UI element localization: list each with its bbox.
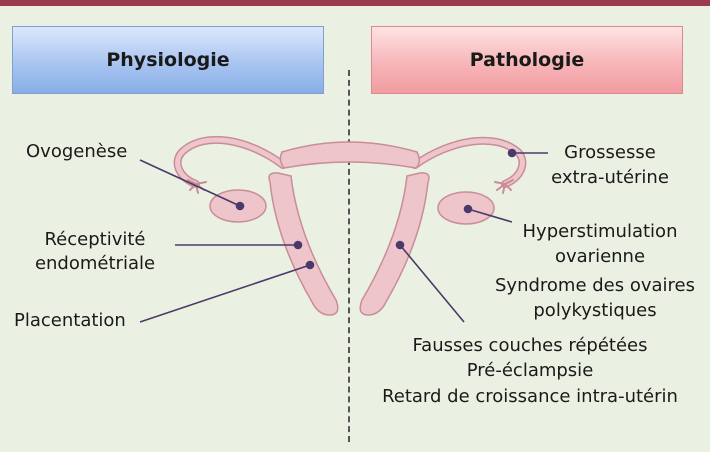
grossesse-dot [507,148,517,158]
hyperstimulation-label-line1: Hyperstimulation [522,221,678,242]
ovogenese-dot [235,201,245,211]
placentation-label: Placentation [14,310,126,331]
left-uterine-wall [268,172,339,316]
ovogenese-pointer [139,159,241,207]
ovogenese-label: Ovogenèse [26,141,128,162]
grossesse-label-line2: extra-utérine [551,167,669,188]
receptivite-dot [293,240,303,250]
sopk-label-line1: Syndrome des ovaires [494,275,695,296]
dashed-divider [348,70,350,442]
right-fimbriae [494,179,514,194]
left-fallopian-tube-inner [175,137,286,187]
fausses-couches-dot [395,240,405,250]
pre-eclampsie-label: Pré-éclampsie [466,360,594,381]
receptivite-label-line1: Réceptivité [44,229,146,250]
uterine-fundus [279,141,420,169]
pathologie-header-text: Pathologie [469,49,585,71]
placentation-dot [305,260,315,270]
hyperstimulation-pointer [467,208,513,223]
hyperstimulation-label-line2: ovarienne [554,246,646,267]
fausses-couches-pointer [399,244,465,323]
pathologie-header: Pathologie [371,26,683,94]
right-uterine-wall [359,172,430,316]
fausses-couches-label: Fausses couches répétées [412,335,648,356]
placentation-pointer [139,264,311,323]
grossesse-label-line1: Grossesse [564,142,656,163]
hyperstimulation-dot [463,204,473,214]
sopk-label-line2: polykystiques [533,300,657,321]
physiologie-header: Physiologie [12,26,324,94]
top-accent-bar [0,0,710,6]
left-fimbriae [187,179,207,194]
right-fallopian-tube-inner [412,138,525,187]
receptivite-label-line2: endométriale [34,253,156,274]
physiologie-header-text: Physiologie [106,49,230,71]
rciu-label: Retard de croissance intra-utérin [382,386,678,407]
